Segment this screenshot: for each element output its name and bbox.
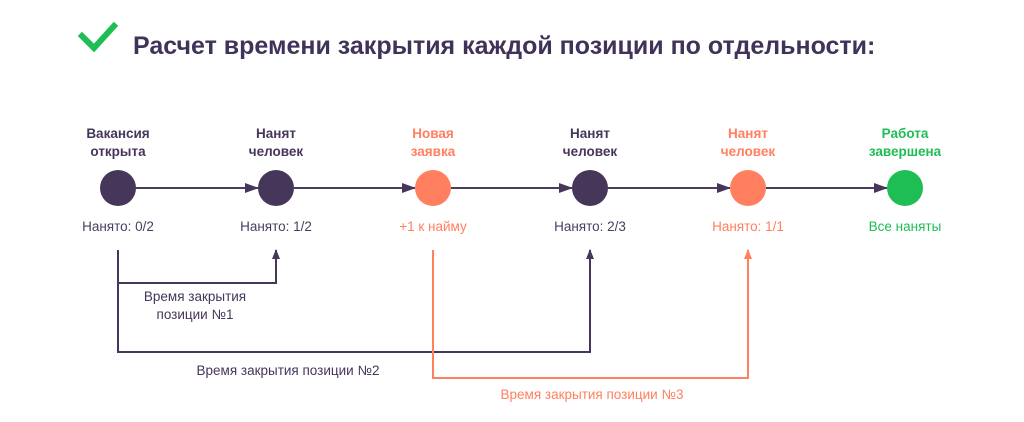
- step-node: [258, 170, 294, 206]
- step-title-line1: Вакансия: [86, 126, 149, 141]
- step-status: Нанято: 0/2: [82, 219, 154, 234]
- step-node: [887, 170, 923, 206]
- page-title: Расчет времени закрытия каждой позиции п…: [133, 32, 875, 60]
- step-title-line2: заявка: [411, 144, 456, 159]
- span-3-caption: Время закрытия позиции №3: [501, 387, 684, 402]
- step-title-line2: человек: [249, 144, 304, 159]
- step-title-line2: завершена: [869, 144, 942, 159]
- step-status: +1 к найму: [399, 219, 467, 234]
- step-title-line1: Нанят: [728, 126, 768, 141]
- step-status: Нанято: 2/3: [554, 219, 626, 234]
- span-3-bracket: [432, 249, 752, 379]
- step-status: Нанято: 1/2: [240, 219, 312, 234]
- step-title-line1: Нанят: [570, 126, 610, 141]
- step-title-line1: Нанят: [256, 126, 296, 141]
- step-node: [100, 170, 136, 206]
- span-1-caption-line1: Время закрытия: [144, 289, 246, 304]
- step-node: [730, 170, 766, 206]
- step-title-line1: Работа: [882, 126, 929, 141]
- step-node: [415, 170, 451, 206]
- check-icon: [77, 21, 119, 53]
- step-title-line2: открыта: [90, 144, 146, 159]
- span-1-caption-line2: позиции №1: [157, 307, 234, 322]
- step-title-line2: человек: [563, 144, 618, 159]
- step-title-line2: человек: [721, 144, 776, 159]
- step-status: Все наняты: [869, 219, 942, 234]
- span-1-bracket: [117, 249, 280, 284]
- step-status: Нанято: 1/1: [712, 219, 784, 234]
- step-title-line1: Новая: [412, 126, 454, 141]
- span-2-bracket: [117, 249, 594, 353]
- span-2-caption: Время закрытия позиции №2: [197, 363, 380, 378]
- step-node: [572, 170, 608, 206]
